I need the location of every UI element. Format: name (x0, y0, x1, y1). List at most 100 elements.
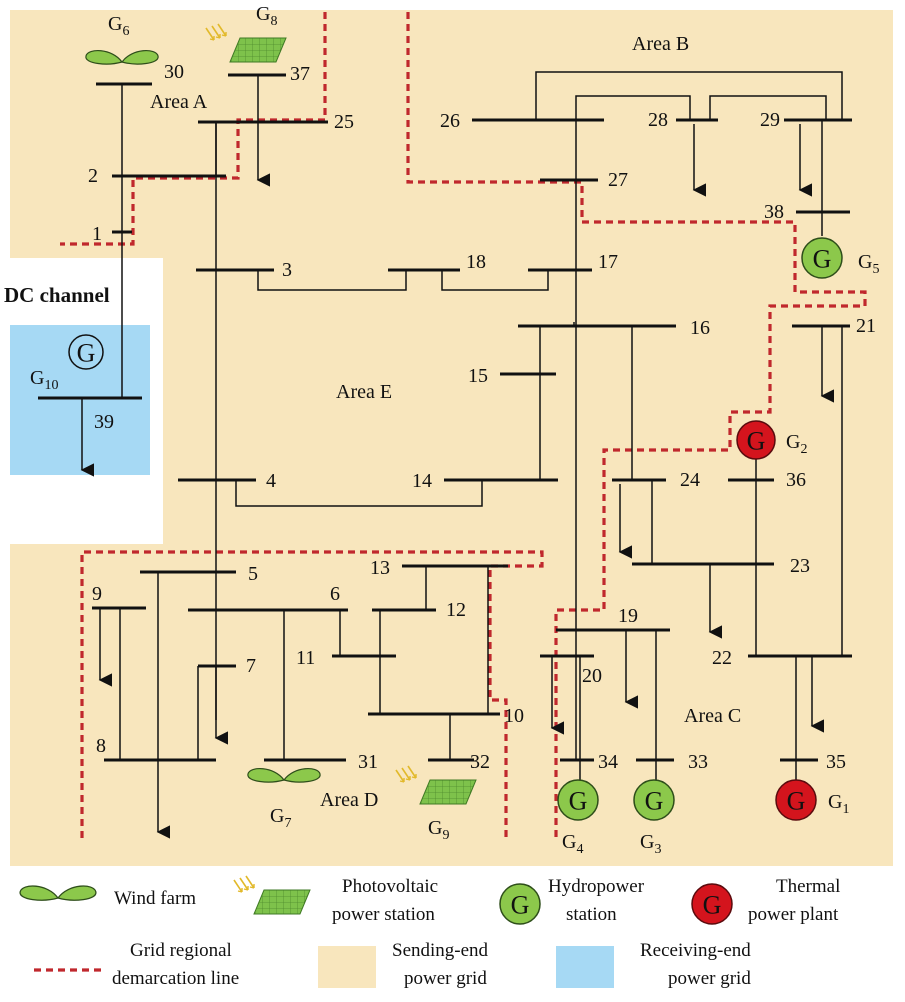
bus-label-31: 31 (358, 751, 378, 773)
bus-label-35: 35 (826, 751, 846, 773)
legend-receiving-swatch (556, 946, 614, 988)
bus-label-16: 16 (690, 317, 710, 339)
gen-label-g2: G2 (786, 431, 807, 457)
legend: Wind farm Photovoltaic power station G H… (19, 875, 840, 989)
branches (80, 71, 843, 839)
bus-label-23: 23 (790, 555, 810, 577)
legend-pv-label-1: Photovoltaic (342, 876, 438, 897)
bus-label-18: 18 (466, 251, 486, 273)
area-e-label: Area E (336, 381, 392, 403)
receiving-generator-icon: G (68, 334, 104, 370)
gen-label-g8: G8 (256, 3, 277, 29)
area-b-label: Area B (632, 33, 689, 55)
gen-label-g10: G10 (30, 367, 58, 393)
legend-thermal-label-2: power plant (748, 904, 839, 925)
bus-label-29: 29 (760, 109, 780, 131)
legend-hydro-label-2: station (566, 904, 617, 925)
svg-text:G: G (77, 339, 96, 368)
dc-channel-label: DC channel (4, 283, 110, 307)
gen-label-g7: G7 (270, 805, 291, 831)
legend-hydro-label-1: Hydropower (548, 876, 645, 897)
legend-thermal-label-1: Thermal (776, 876, 840, 897)
svg-text:G: G (645, 787, 664, 816)
demarcation-lines (60, 12, 867, 840)
legend-wind-label: Wind farm (114, 888, 196, 909)
bus-label-22: 22 (712, 647, 732, 669)
bus-label-28: 28 (648, 109, 668, 131)
bus-label-3: 3 (282, 259, 292, 281)
bus-label-12: 12 (446, 599, 466, 621)
legend-demarc-label-1: Grid regional (130, 940, 232, 961)
bus-label-2: 2 (88, 165, 98, 187)
bus-label-19: 19 (618, 605, 638, 627)
legend-sunrays-icon (233, 875, 255, 893)
photovoltaic-icon (419, 779, 477, 805)
bus-label-25: 25 (334, 111, 354, 133)
bus-label-15: 15 (468, 365, 488, 387)
bus-label-34: 34 (598, 751, 618, 773)
legend-sending-label-2: power grid (404, 968, 487, 989)
svg-text:G: G (511, 891, 530, 920)
bus-label-38: 38 (764, 201, 784, 223)
receiving-end-region (10, 325, 150, 475)
svg-text:G: G (569, 787, 588, 816)
legend-sending-label-1: Sending-end (392, 940, 489, 961)
bus-label-32: 32 (470, 751, 490, 773)
gen-label-g4: G4 (562, 831, 583, 857)
bus-label-27: 27 (608, 169, 628, 191)
bus-label-21: 21 (856, 315, 876, 337)
legend-pv-icon (253, 889, 311, 915)
bus-labels: 30 37 25 2 1 3 18 17 26 27 28 29 38 16 2… (88, 61, 876, 773)
bus-label-14: 14 (412, 470, 432, 492)
legend-wind-icon (19, 885, 97, 901)
gen-label-g9: G9 (428, 817, 449, 843)
legend-thermal-icon: G (691, 883, 733, 925)
bus-bars (38, 73, 852, 762)
hydro-generator-icon: G (633, 779, 675, 821)
bus-label-11: 11 (296, 647, 315, 669)
svg-text:G: G (787, 787, 806, 816)
bus-label-6: 6 (330, 583, 340, 605)
area-labels: Area A Area B Area C Area D Area E (150, 33, 741, 811)
area-a-label: Area A (150, 91, 208, 113)
svg-text:G: G (747, 427, 766, 456)
bus-label-37: 37 (290, 63, 310, 85)
gen-label-g3: G3 (640, 831, 661, 857)
hydro-generator-icon: G (557, 779, 599, 821)
photovoltaic-icon (229, 37, 287, 63)
bus-label-13: 13 (370, 557, 390, 579)
thermal-generator-icon: G (775, 779, 817, 821)
bus-label-7: 7 (246, 655, 256, 677)
bus-label-10: 10 (504, 705, 524, 727)
bus-label-20: 20 (582, 665, 602, 687)
svg-text:G: G (813, 245, 832, 274)
gen-label-g6: G6 (108, 13, 129, 39)
legend-receiving-label-2: power grid (668, 968, 751, 989)
legend-hydro-icon: G (499, 883, 541, 925)
svg-text:G: G (703, 891, 722, 920)
bus-label-4: 4 (266, 470, 276, 492)
legend-demarc-label-2: demarcation line (112, 968, 239, 989)
legend-pv-label-2: power station (332, 904, 435, 925)
hydro-generator-icon: G (801, 237, 843, 279)
bus-label-17: 17 (598, 251, 618, 273)
bus-label-8: 8 (96, 735, 106, 757)
legend-sending-swatch (318, 946, 376, 988)
bus-label-30: 30 (164, 61, 184, 83)
bus-label-1: 1 (92, 223, 102, 245)
bus-label-24: 24 (680, 469, 700, 491)
gen-label-g1: G1 (828, 791, 849, 817)
thermal-generator-icon: G (736, 420, 776, 460)
area-d-label: Area D (320, 789, 378, 811)
bus-label-5: 5 (248, 563, 258, 585)
bus-label-26: 26 (440, 110, 460, 132)
sending-end-region (10, 10, 893, 866)
bus-label-39: 39 (94, 411, 114, 433)
bus-label-33: 33 (688, 751, 708, 773)
gen-label-g5: G5 (858, 251, 879, 277)
bus-label-9: 9 (92, 583, 102, 605)
area-c-label: Area C (684, 705, 741, 727)
bus-label-36: 36 (786, 469, 806, 491)
legend-receiving-label-1: Receiving-end (640, 940, 751, 961)
